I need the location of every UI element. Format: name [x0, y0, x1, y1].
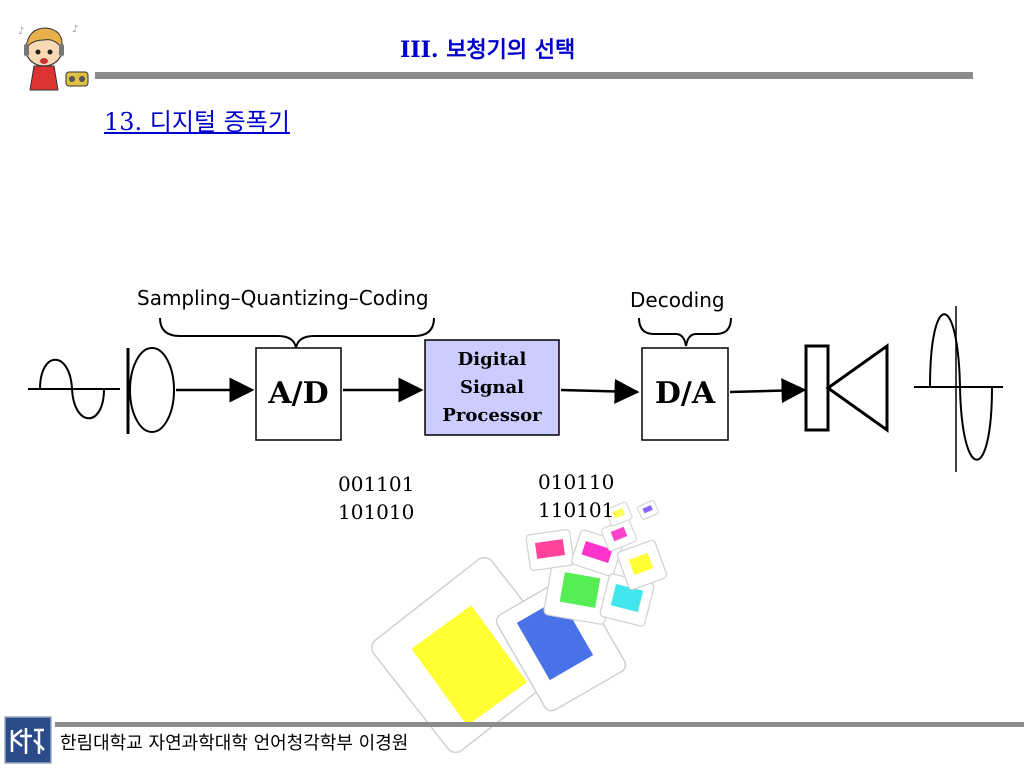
ad-label: A/D: [268, 376, 329, 411]
dsp-label-line-1: Digital: [457, 349, 527, 370]
da-label: D/A: [654, 376, 716, 411]
title-divider: [95, 72, 973, 79]
footer-text: 한림대학교 자연과학대학 언어청각학부 이경원: [60, 733, 409, 754]
arrow-da-to-speaker: [729, 378, 807, 404]
decorative-cards-image: [371, 500, 668, 754]
university-logo: [4, 716, 52, 764]
microphone-icon: [126, 347, 175, 434]
binary-code-right-1: 010110: [538, 470, 615, 494]
dsp-box: [424, 339, 560, 436]
svg-text:♪: ♪: [72, 24, 78, 35]
brace-right: [638, 317, 732, 347]
binary-code-right-2: 110101: [538, 498, 615, 522]
dsp-label-line-3: Processor: [442, 405, 542, 426]
binary-codes-right: 010110 110101: [538, 468, 614, 524]
mascot-image: ♪ ♪: [14, 14, 94, 94]
decoding-label: Decoding: [630, 288, 725, 312]
binary-code-left-1: 001101: [338, 472, 415, 496]
speaker-icon: [804, 343, 889, 433]
section-subtitle: 13. 디지털 증폭기: [104, 108, 290, 136]
dsp-label: Digital Signal Processor: [425, 346, 559, 430]
output-sine-wave-icon: [914, 306, 1003, 472]
slide-title: III. 보청기의 선택: [400, 37, 576, 63]
input-sine-wave-icon: [28, 358, 120, 420]
svg-text:♪: ♪: [18, 26, 24, 37]
arrow-dsp-to-da: [560, 378, 640, 404]
dsp-label-line-2: Signal: [459, 377, 524, 398]
sampling-label: Sampling–Quantizing–Coding: [137, 286, 429, 310]
footer-divider: [55, 722, 1024, 727]
ad-converter-box: [255, 347, 342, 441]
binary-codes-left: 001101 101010: [338, 470, 414, 526]
da-converter-box: [641, 347, 729, 441]
brace-left: [159, 317, 435, 349]
binary-code-left-2: 101010: [338, 500, 415, 524]
